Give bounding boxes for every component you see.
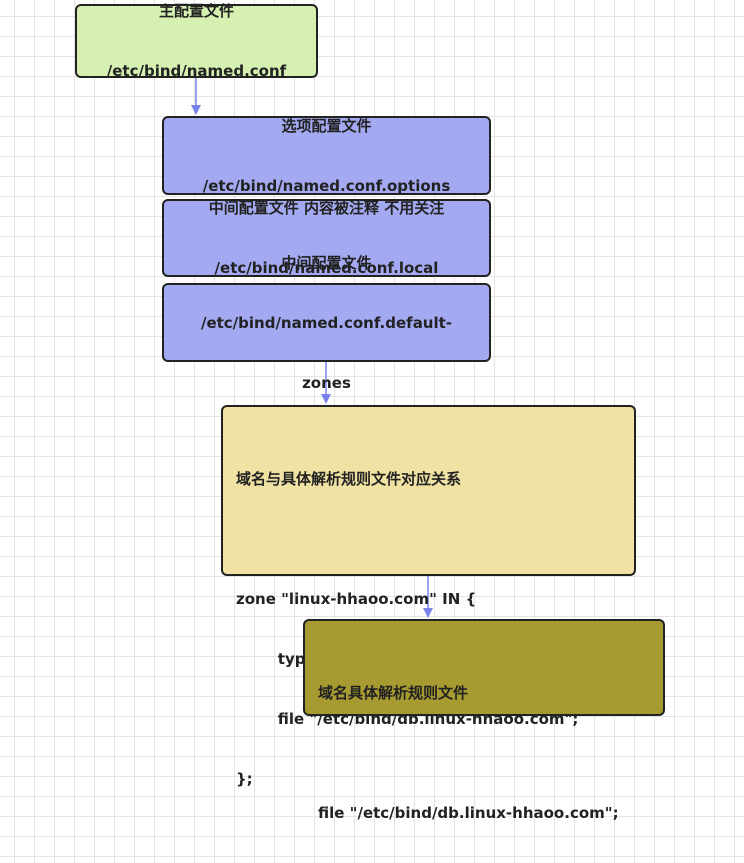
options-config-title: 选项配置文件: [281, 116, 372, 135]
main-config-title: 主配置文件: [158, 2, 234, 20]
options-config-node[interactable]: 选项配置文件 /etc/bind/named.conf.options: [162, 116, 491, 195]
default-zones-config-path-line2: zones: [302, 373, 351, 392]
zone-mapping-code-line4: };: [236, 770, 253, 788]
options-config-text: 选项配置文件 /etc/bind/named.conf.options: [203, 76, 451, 236]
zone-mapping-title: 域名与具体解析规则文件对应关系: [236, 470, 462, 488]
default-zones-config-path-line1: /etc/bind/named.conf.default-: [200, 313, 453, 332]
main-config-node[interactable]: 主配置文件 /etc/bind/named.conf: [75, 2, 318, 80]
options-config-path: /etc/bind/named.conf.options: [202, 176, 451, 195]
local-config-title: 中间配置文件 内容被注释 不用关注: [208, 199, 445, 217]
local-config-path: /etc/bind/named.conf.local: [214, 259, 439, 277]
main-config-text: 主配置文件 /etc/bind/named.conf: [107, 0, 286, 121]
diagram-canvas: 主配置文件 /etc/bind/named.conf 选项配置文件 /etc/b…: [75, 2, 665, 822]
main-config-path: /etc/bind/named.conf: [106, 62, 287, 80]
default-zones-config-node[interactable]: 中间配置文件 /etc/bind/named.conf.default- zon…: [162, 254, 491, 392]
local-config-text: 中间配置文件 内容被注释 不用关注 /etc/bind/named.conf.l…: [209, 158, 444, 318]
zone-mapping-code-line1: zone "linux-hhaoo.com" IN {: [236, 590, 477, 608]
zone-file-node[interactable]: 域名具体解析规则文件 file "/etc/bind/db.linux-hhao…: [303, 619, 665, 822]
zone-mapping-spacer: [236, 529, 622, 549]
zone-file-spacer: [318, 743, 651, 763]
default-zones-config-text: 中间配置文件 /etc/bind/named.conf.default- zon…: [201, 213, 452, 433]
default-zones-config-title: 中间配置文件: [281, 253, 372, 272]
zone-mapping-node[interactable]: 域名与具体解析规则文件对应关系 zone "linux-hhaoo.com" I…: [221, 405, 636, 788]
local-config-node[interactable]: 中间配置文件 内容被注释 不用关注 /etc/bind/named.conf.l…: [162, 199, 491, 277]
zone-file-title: 域名具体解析规则文件: [318, 684, 469, 702]
zone-file-code: file "/etc/bind/db.linux-hhaoo.com";: [318, 804, 619, 822]
